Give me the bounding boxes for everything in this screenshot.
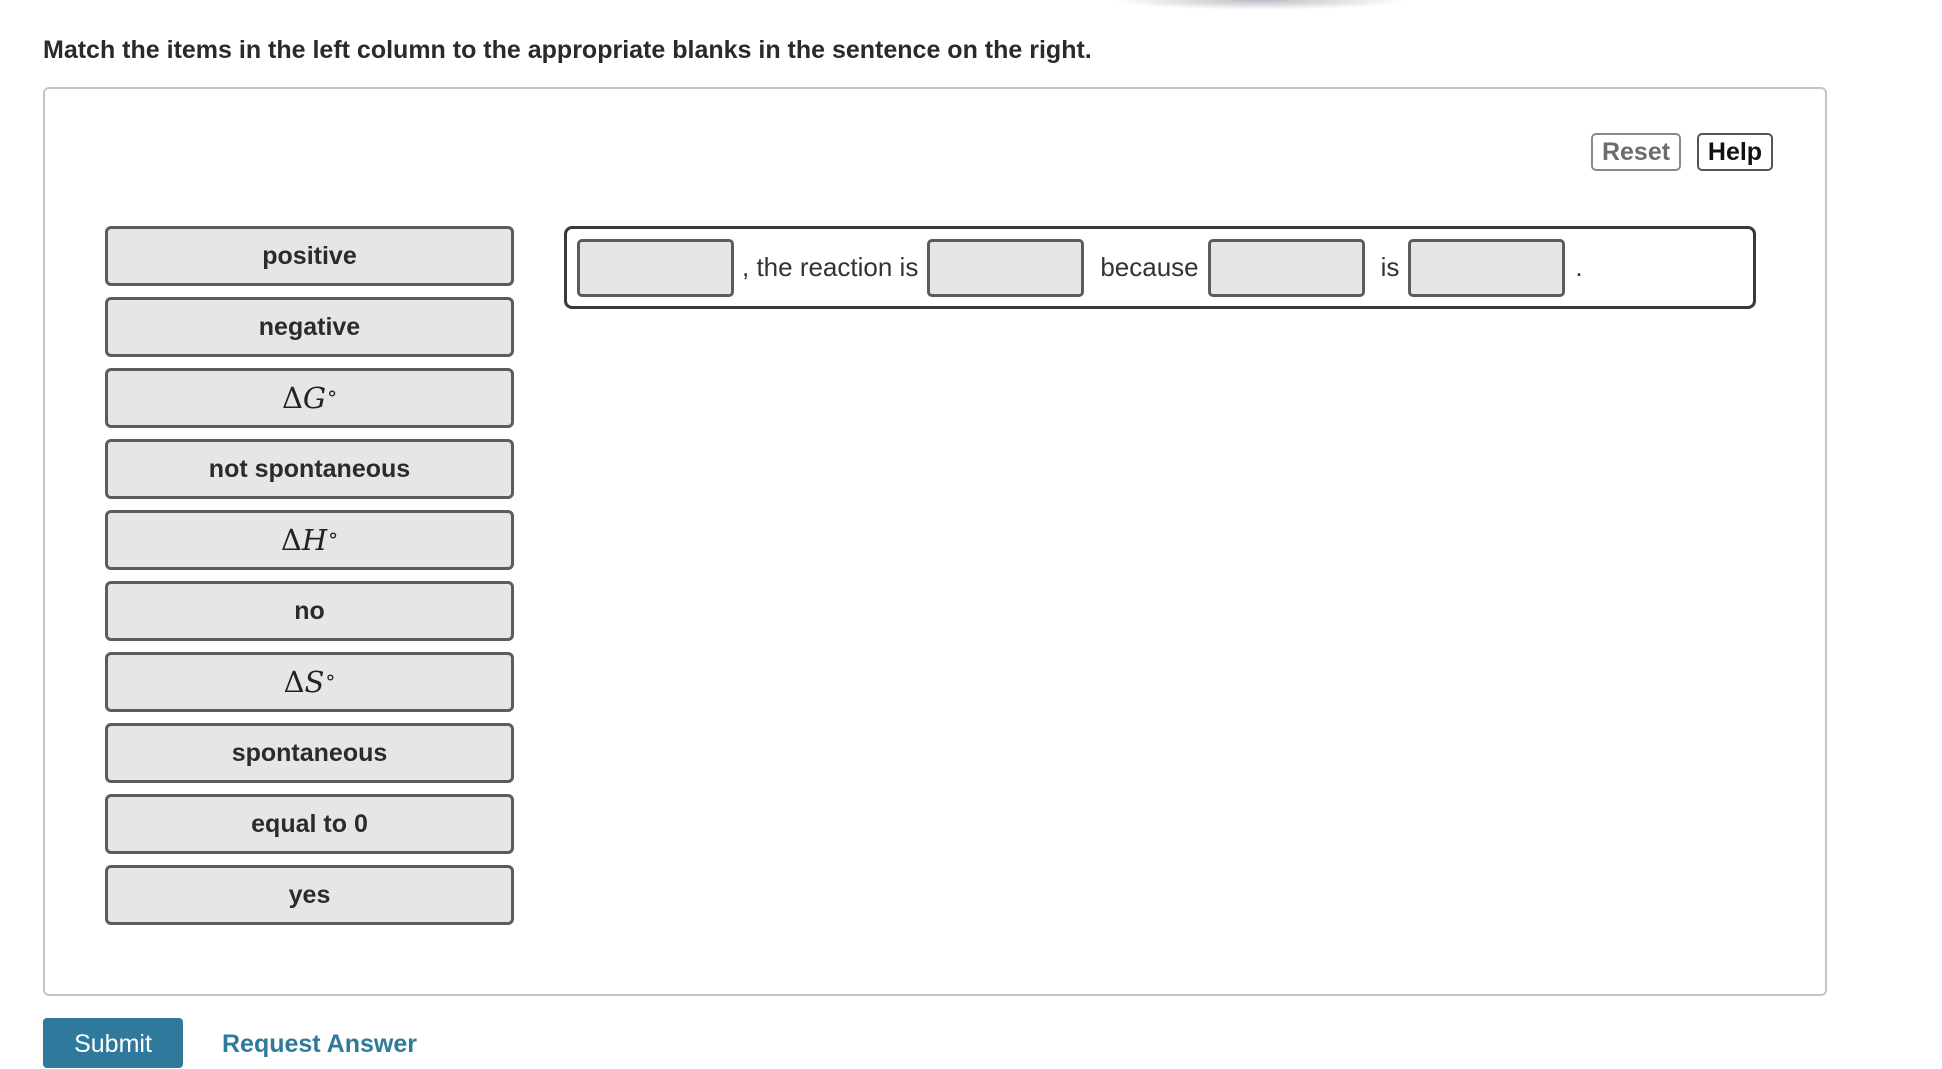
sentence-text-part-3: is — [1380, 252, 1400, 282]
degree-symbol: ° — [327, 386, 338, 410]
instruction-text: Match the items in the left column to th… — [43, 36, 1092, 64]
submit-button[interactable]: Submit — [43, 1018, 183, 1068]
drop-blank-1[interactable] — [577, 238, 734, 297]
choice-tile-no[interactable]: no — [105, 581, 514, 641]
variable-h: H — [301, 523, 328, 557]
sentence-text-part-4: . — [1575, 252, 1583, 282]
degree-symbol: ° — [328, 528, 339, 552]
reset-button[interactable]: Reset — [1591, 133, 1681, 171]
sentence-with-blanks: , the reaction is because is . — [564, 226, 1756, 309]
delta-symbol: Δ — [281, 381, 303, 415]
sentence-text-part-1: , the reaction is — [742, 252, 919, 282]
choice-tile-yes[interactable]: yes — [105, 865, 514, 925]
drop-blank-2[interactable] — [927, 238, 1085, 297]
degree-symbol: ° — [325, 670, 336, 694]
delta-symbol: Δ — [283, 665, 305, 699]
choice-tile-not-spontaneous[interactable]: not spontaneous — [105, 439, 514, 499]
sentence-text-part-2: because — [1100, 252, 1199, 282]
choice-tile-equal-to-0[interactable]: equal to 0 — [105, 794, 514, 854]
top-edge-decoration — [1110, 0, 1410, 10]
choice-tile-spontaneous[interactable]: spontaneous — [105, 723, 514, 783]
help-button[interactable]: Help — [1697, 133, 1773, 171]
variable-g: G — [302, 381, 327, 415]
choice-tile-positive[interactable]: positive — [105, 226, 514, 286]
drop-blank-4[interactable] — [1408, 238, 1566, 297]
choice-tile-negative[interactable]: negative — [105, 297, 514, 357]
drop-blank-3[interactable] — [1207, 238, 1365, 297]
delta-symbol: Δ — [280, 523, 302, 557]
variable-s: S — [304, 665, 325, 699]
request-answer-link[interactable]: Request Answer — [222, 1030, 417, 1058]
